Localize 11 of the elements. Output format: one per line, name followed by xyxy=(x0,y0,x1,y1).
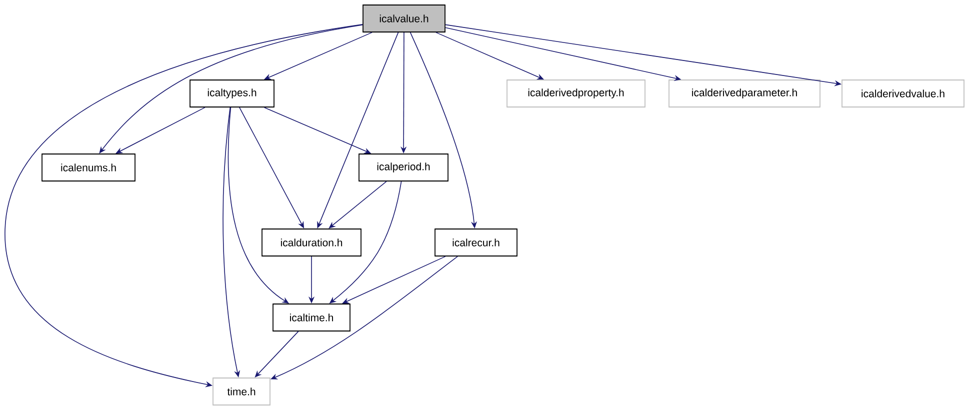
file-box: icalvalue.h xyxy=(362,4,446,32)
file-box: icalperiod.h xyxy=(358,154,448,182)
file-box: icalenums.h xyxy=(42,154,136,182)
file-box: icaltypes.h xyxy=(190,80,274,108)
file-box: icalduration.h xyxy=(262,228,362,256)
file-box: time.h xyxy=(212,378,270,406)
file-box: icalderivedparameter.h xyxy=(668,80,820,108)
file-box: icaltime.h xyxy=(272,304,350,332)
file-box: icalrecur.h xyxy=(434,228,518,256)
file-box: icalderivedproperty.h xyxy=(506,80,646,108)
file-box: icalderivedvalue.h xyxy=(842,80,964,108)
